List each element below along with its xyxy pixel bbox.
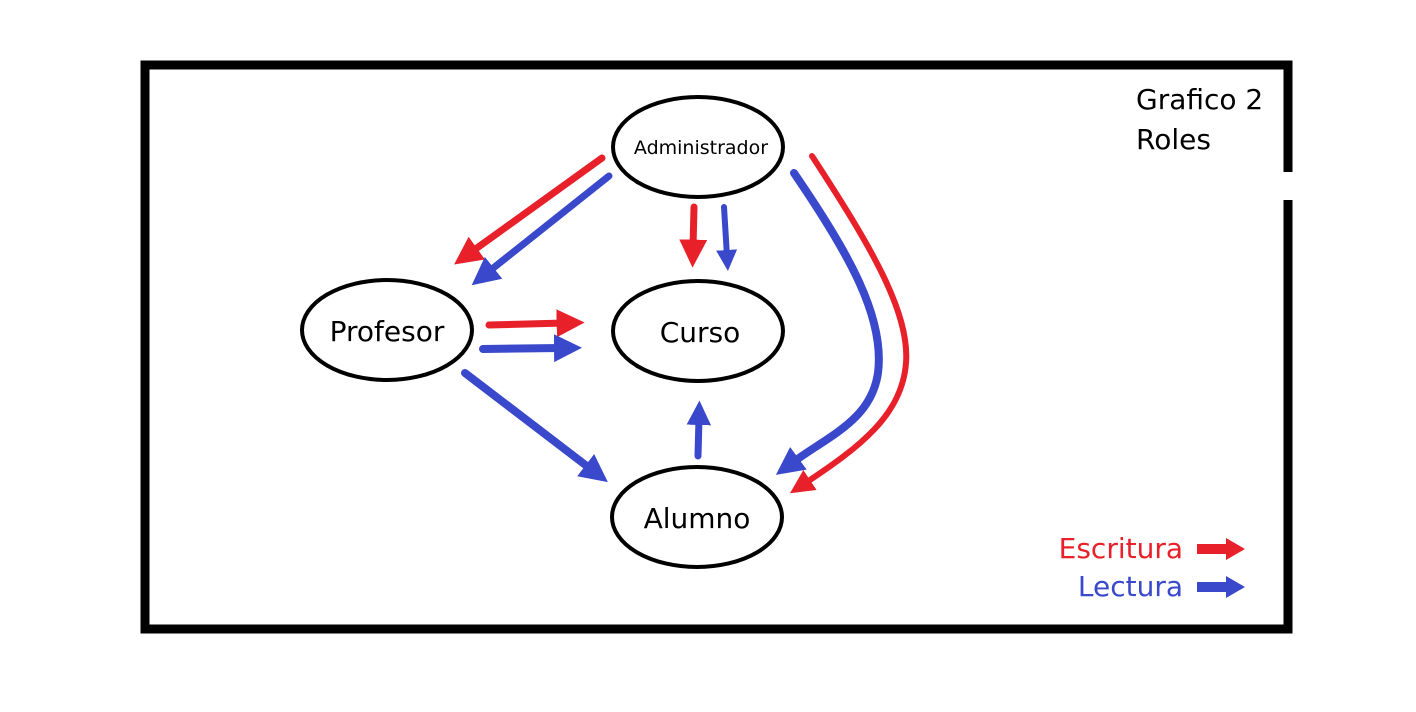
- diagram-frame: [140, 60, 1293, 634]
- node-curso-label: Curso: [660, 316, 741, 349]
- arrow-write-admin-to-profesor: [454, 154, 606, 265]
- arrow-write-profesor-to-curso: [485, 309, 585, 338]
- arrow-read-profesor-to-alumno: [461, 369, 608, 483]
- arrow-read-admin-to-curso: [716, 204, 738, 271]
- node-administrador: Administrador: [611, 95, 785, 199]
- node-profesor-label: Profesor: [330, 315, 445, 348]
- legend-item-read: Lectura: [1060, 568, 1260, 606]
- legend-read-label: Lectura: [1077, 570, 1183, 603]
- arrow-read-admin-to-alumno: [775, 169, 883, 475]
- legend-write-label: Escritura: [1058, 532, 1183, 565]
- node-alumno: Alumno: [610, 465, 784, 569]
- arrow-read-profesor-to-curso: [479, 334, 582, 363]
- node-alumno-label: Alumno: [644, 502, 751, 535]
- node-curso: Curso: [611, 279, 785, 383]
- diagram-title: Grafico 2 Roles: [1136, 80, 1263, 160]
- arrow-read-alumno-to-curso: [686, 400, 712, 460]
- node-profesor: Profesor: [300, 278, 474, 382]
- arrow-write-admin-to-alumno: [789, 153, 910, 494]
- node-administrador-label: Administrador: [634, 137, 768, 159]
- legend-write-arrow-icon: [1197, 538, 1245, 560]
- legend: Escritura Lectura: [1058, 530, 1260, 606]
- legend-read-arrow-icon: [1197, 576, 1245, 598]
- arrow-write-admin-to-curso: [679, 203, 708, 268]
- diagram-title-line1: Grafico 2: [1136, 83, 1264, 116]
- frame-notch-right: [1282, 172, 1296, 200]
- diagram-title-line2: Roles: [1136, 123, 1211, 156]
- arrow-read-admin-to-profesor: [471, 172, 613, 286]
- legend-item-write: Escritura: [1058, 530, 1260, 568]
